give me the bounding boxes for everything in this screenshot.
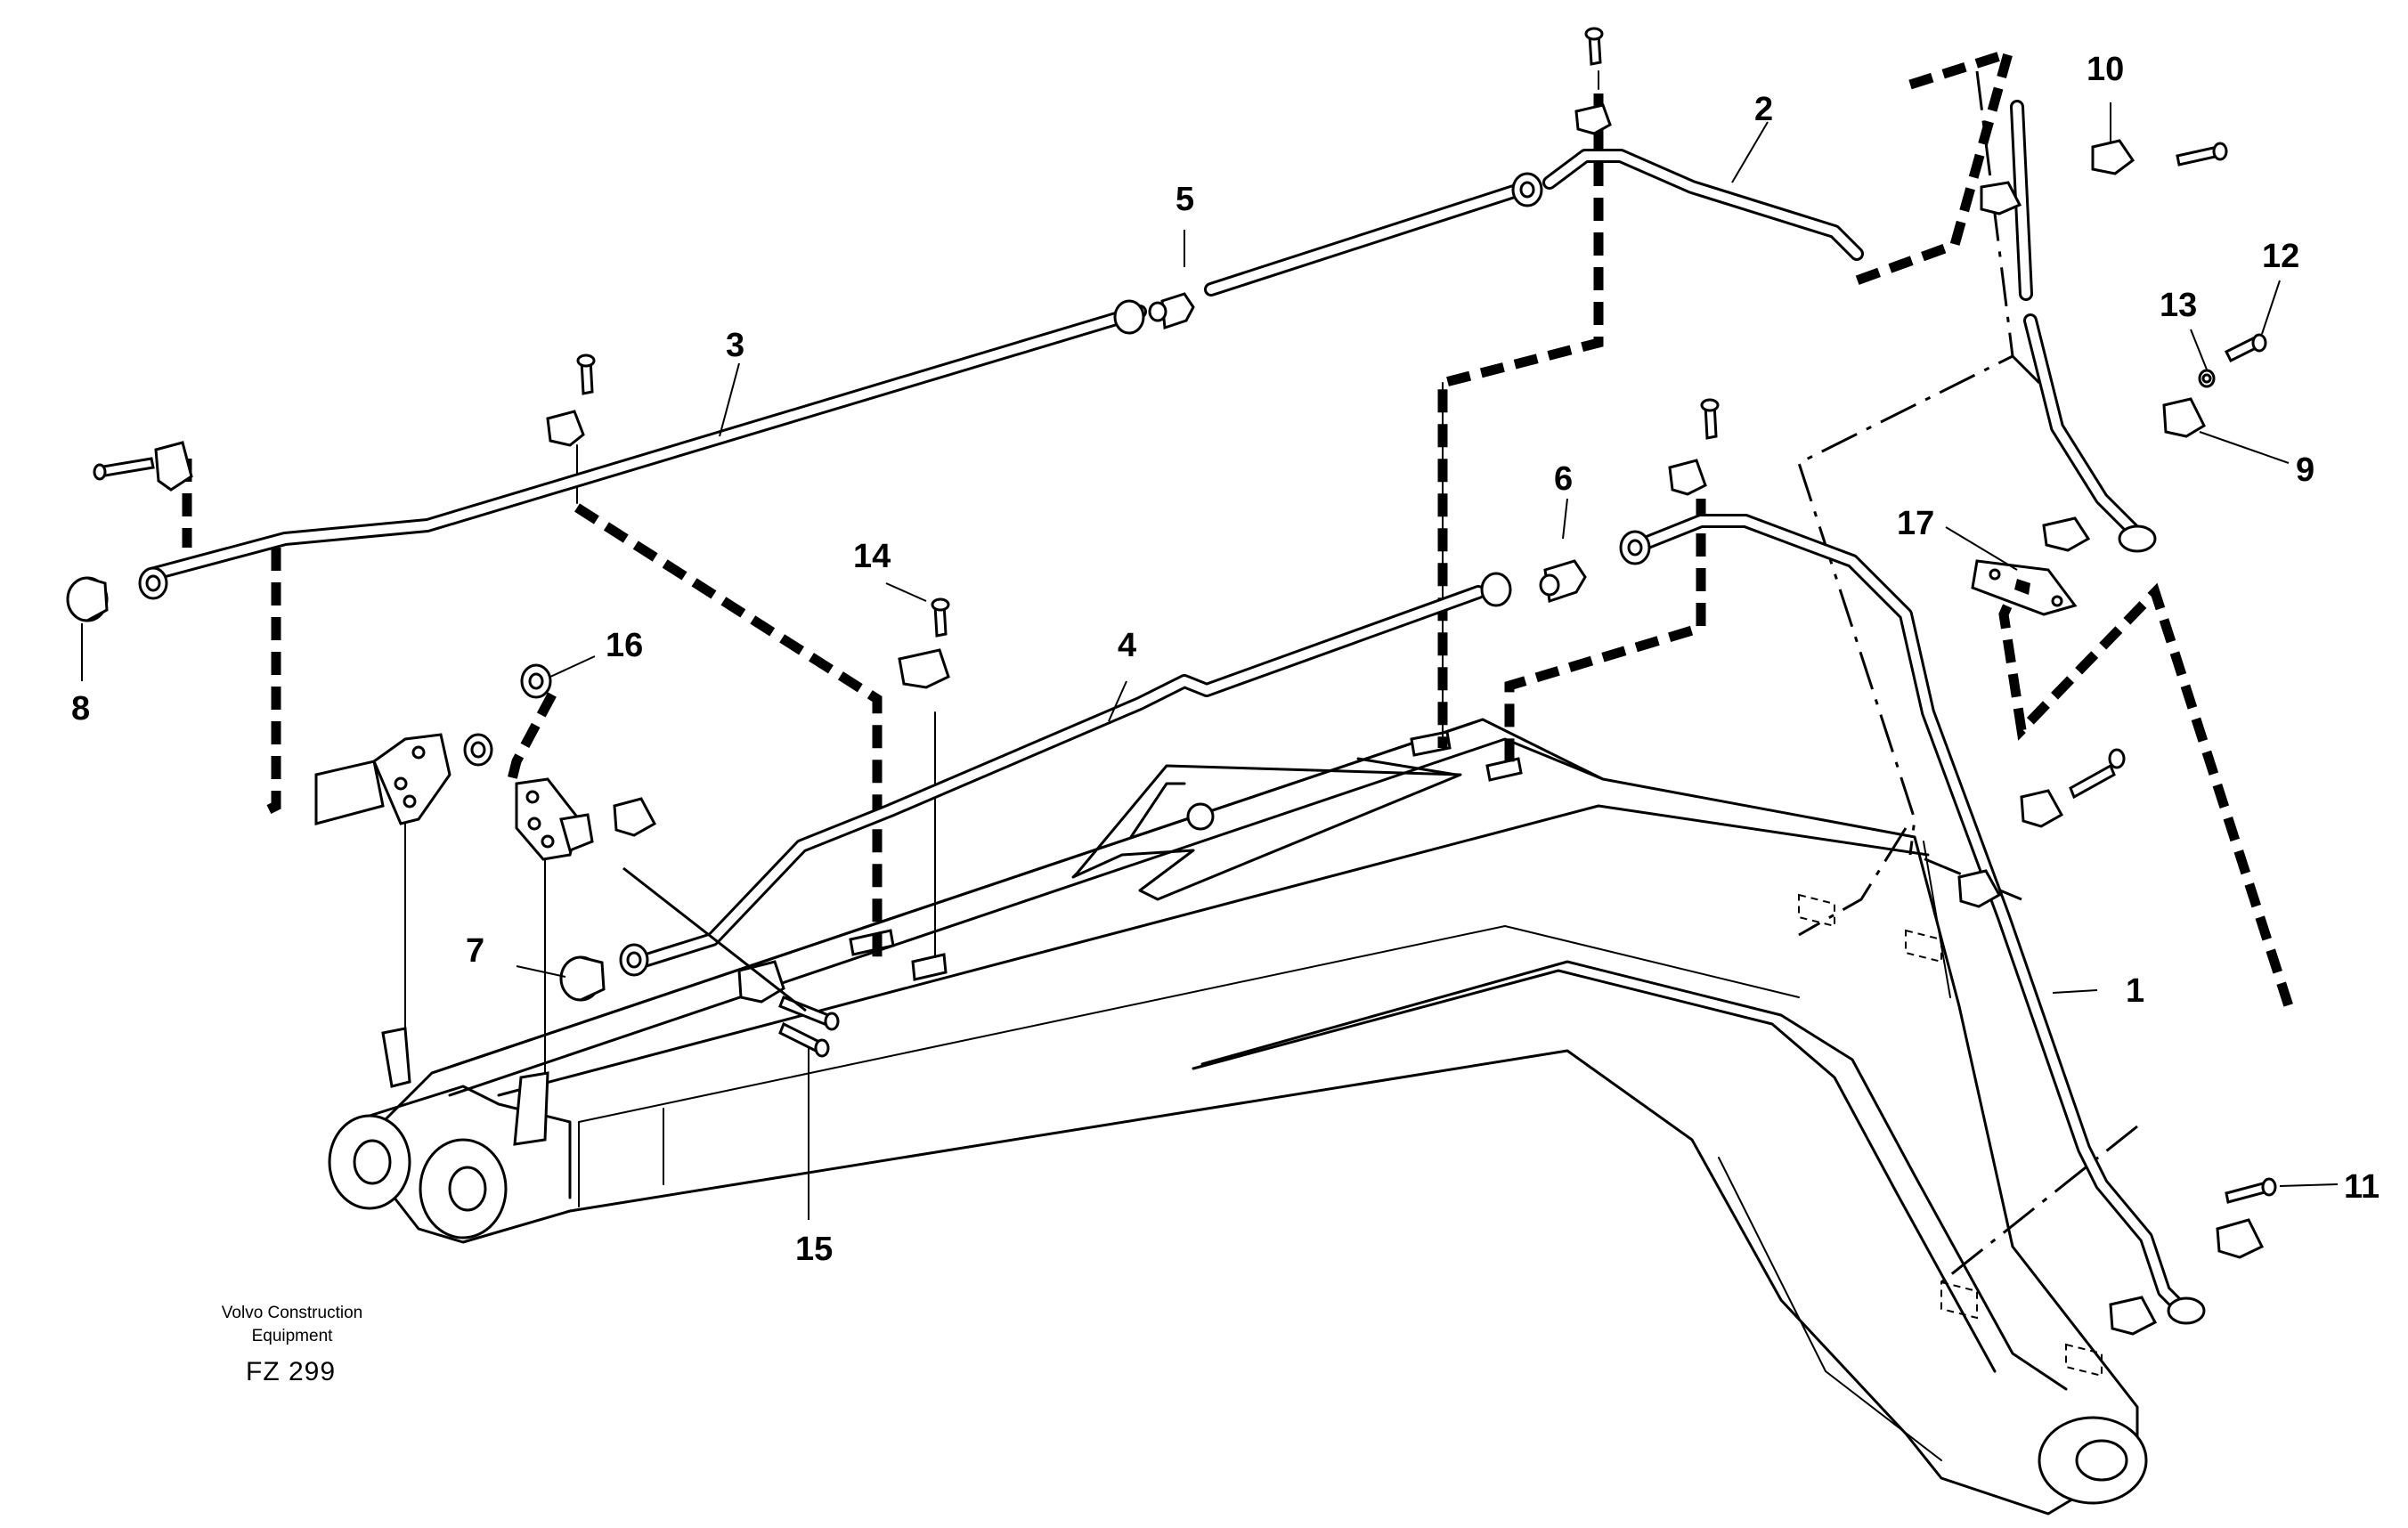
caption-line-1: Volvo Construction — [221, 1304, 363, 1322]
drawing-code: FZ 299 — [246, 1357, 337, 1386]
callout-2: 2 — [1754, 91, 1773, 128]
callout-12: 12 — [2262, 238, 2299, 275]
callout-5: 5 — [1176, 181, 1194, 218]
callout-8: 8 — [71, 690, 90, 727]
boom-arm — [328, 718, 2148, 1516]
callout-11: 11 — [2344, 1168, 2380, 1206]
callout-13: 13 — [2160, 287, 2197, 324]
callout-17: 17 — [1897, 505, 1934, 542]
callout-14: 14 — [853, 538, 891, 575]
caption-line-2: Equipment — [251, 1327, 333, 1345]
callout-16: 16 — [606, 627, 643, 664]
callout-1: 1 — [2126, 972, 2144, 1010]
callout-9: 9 — [2296, 451, 2314, 489]
assembly-lines — [182, 45, 2294, 1008]
pipe-lower — [634, 514, 2189, 1316]
callout-6: 6 — [1554, 460, 1573, 498]
leaders — [81, 102, 2339, 1220]
clamps — [93, 27, 2277, 1336]
publisher-caption: Volvo Construction Equipment — [203, 1302, 381, 1348]
callout-4: 4 — [1118, 627, 1136, 664]
callout-10: 10 — [2087, 51, 2124, 88]
mounting-brackets — [314, 733, 594, 861]
pipe-return — [2010, 100, 2144, 541]
centre-lines — [1797, 70, 2138, 1284]
fittings — [66, 172, 2206, 1325]
callout-15: 15 — [795, 1231, 833, 1268]
callout-labels: 1 2 3 4 5 6 7 8 9 10 11 12 13 14 15 16 1… — [71, 51, 2380, 1268]
callout-7: 7 — [466, 932, 484, 970]
pipe-upper — [144, 149, 1864, 581]
callout-3: 3 — [726, 327, 744, 364]
